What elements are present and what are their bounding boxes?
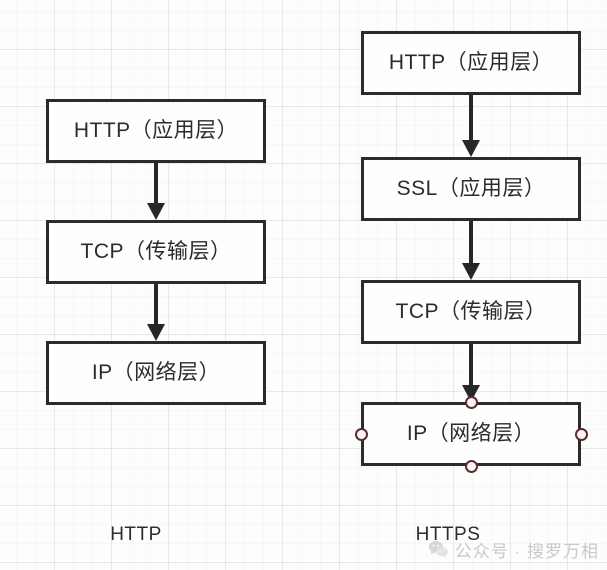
caption-http: HTTP (110, 524, 162, 545)
arrow-shaft (469, 95, 473, 141)
arrow-https-tcp-to-ip (461, 344, 481, 402)
arrow-shaft (469, 344, 473, 386)
node-label: HTTP（应用层） (73, 118, 239, 142)
arrow-shaft (154, 163, 158, 204)
arrow-shaft (154, 284, 158, 325)
node-https-ssl[interactable]: SSL（应用层） (361, 157, 581, 221)
arrow-https-app-to-ssl (461, 95, 481, 157)
arrow-head (147, 324, 165, 341)
arrow-shaft (469, 221, 473, 264)
node-http-tcp[interactable]: TCP（传输层） (46, 220, 266, 284)
arrow-http-app-to-tcp (146, 163, 166, 220)
arrow-head (462, 140, 480, 157)
node-label: SSL（应用层） (396, 176, 546, 200)
selection-handle-right[interactable] (574, 427, 588, 441)
node-label: TCP（传输层） (80, 239, 232, 263)
arrow-http-tcp-to-ip (146, 284, 166, 341)
arrow-head (462, 263, 480, 280)
node-label: TCP（传输层） (395, 299, 547, 323)
node-https-app[interactable]: HTTP（应用层） (361, 31, 581, 95)
arrow-https-ssl-to-tcp (461, 221, 481, 280)
node-http-app[interactable]: HTTP（应用层） (46, 99, 266, 163)
node-https-ip[interactable]: IP（网络层） (361, 402, 581, 466)
node-label: HTTP（应用层） (388, 50, 554, 74)
caption-https: HTTPS (415, 524, 481, 545)
node-label: IP（网络层） (406, 421, 536, 445)
selection-handle-left[interactable] (354, 427, 368, 441)
selection-handle-bottom[interactable] (464, 459, 478, 473)
node-http-ip[interactable]: IP（网络层） (46, 341, 266, 405)
node-label: IP（网络层） (91, 360, 221, 384)
node-https-tcp[interactable]: TCP（传输层） (361, 280, 581, 344)
selection-handle-top[interactable] (464, 395, 478, 409)
arrow-head (147, 203, 165, 220)
